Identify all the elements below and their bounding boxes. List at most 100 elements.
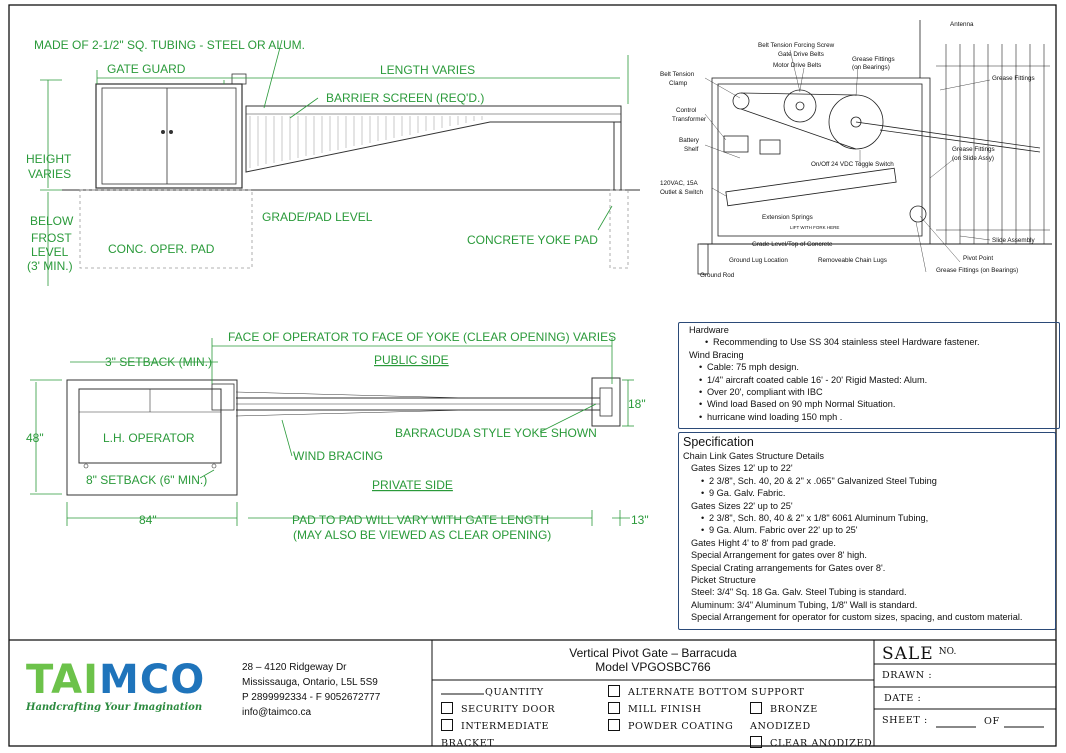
pad-to-pad-label-2: (MAY ALSO BE VIEWED AS CLEAR OPENING) bbox=[293, 528, 551, 542]
belt-tension-screw-label-1: Belt Tension Forcing Screw bbox=[758, 42, 835, 49]
setback-bottom-label: 8" SETBACK (6" MIN.) bbox=[86, 473, 207, 487]
chain-lugs-label: Removeable Chain Lugs bbox=[818, 257, 887, 264]
spec-item: 2 3/8", Sch. 40, 20 & 2" x .065" Galvani… bbox=[699, 475, 1053, 487]
private-side-label: PRIVATE SIDE bbox=[372, 478, 453, 492]
dim-18-label: 18" bbox=[628, 397, 646, 411]
wind-item: 1/4" aircraft coated cable 16' - 20' Rig… bbox=[697, 374, 1055, 386]
checkbox[interactable] bbox=[608, 685, 620, 697]
spec-line: Gates Hight 4' to 8' from pad grade. bbox=[691, 537, 836, 548]
options-col-2: ALTERNATE BOTTOM SUPPORT MILL FINISH POW… bbox=[608, 684, 808, 735]
gate-guard-label: GATE GUARD bbox=[107, 62, 186, 76]
below-frost-label-4: (3' MIN.) bbox=[27, 259, 73, 273]
grease-bearings2-label: Grease Fittings (on Bearings) bbox=[936, 267, 1018, 274]
spec-item: 2 3/8", Sch. 80, 40 & 2" x 1/8" 6061 Alu… bbox=[699, 512, 1053, 524]
grease-bearings-label-1: Grease Fittings bbox=[852, 56, 895, 63]
checkbox[interactable] bbox=[750, 702, 762, 714]
dim-13-label: 13" bbox=[631, 513, 649, 527]
email-line[interactable]: info@taimco.ca bbox=[242, 707, 312, 718]
drawn-field: DRAWN : bbox=[882, 670, 933, 681]
sale-label: SALE bbox=[882, 644, 934, 664]
grade-level-label: Grade Level/Top of Concrete bbox=[752, 241, 833, 248]
below-frost-label-3: LEVEL bbox=[31, 245, 69, 259]
date-field: DATE : bbox=[884, 693, 922, 704]
height-varies-label-2: VARIES bbox=[28, 167, 71, 181]
setback-top-label: 3" SETBACK (MIN.) bbox=[105, 355, 212, 369]
belt-tension-clamp-label-2: Clamp bbox=[669, 80, 688, 87]
toggle-switch-label: On/Off 24 VDC Toggle Switch bbox=[811, 161, 894, 168]
wind-item: Cable: 75 mph design. bbox=[697, 361, 1055, 373]
product-name: Vertical Pivot Gate – Barracuda bbox=[569, 646, 737, 660]
battery-shelf-label-1: Battery bbox=[679, 137, 700, 144]
spec-gates-1: Gates Sizes 12' up to 22' bbox=[691, 463, 793, 474]
control-transformer-label-1: Control bbox=[676, 107, 696, 114]
option-bronze-anodized[interactable]: BRONZE ANODIZED bbox=[750, 702, 818, 732]
options-col-3: BRONZE ANODIZED CLEAR ANODIZED bbox=[750, 701, 874, 752]
motor-drive-belts-label: Motor Drive Belts bbox=[773, 62, 821, 69]
ground-rod-label: Ground Rod bbox=[700, 272, 735, 279]
barrier-screen-label: BARRIER SCREEN (REQ'D.) bbox=[326, 91, 484, 105]
yoke-shown-label: BARRACUDA STYLE YOKE SHOWN bbox=[395, 426, 597, 440]
product-model: Model VPGOSBC766 bbox=[595, 660, 711, 674]
spec-item: 9 Ga. Galv. Fabric. bbox=[699, 487, 1053, 499]
height-varies-label-1: HEIGHT bbox=[26, 152, 72, 166]
checkbox[interactable] bbox=[608, 719, 620, 731]
hardware-item: Recommending to Use SS 304 stainless ste… bbox=[703, 336, 1055, 348]
spec-gates-2: Gates Sizes 22' up to 25' bbox=[691, 500, 793, 511]
hardware-panel: Hardware Recommending to Use SS 304 stai… bbox=[678, 322, 1060, 429]
spec-subtitle: Chain Link Gates Structure Details bbox=[683, 451, 824, 461]
option-intermediate-bracket[interactable]: INTERMEDIATE BRACKET bbox=[441, 719, 550, 749]
detail-leaders bbox=[704, 49, 991, 273]
quantity-label: QUANTITY bbox=[485, 687, 544, 698]
wind-bracing-label: WIND BRACING bbox=[293, 449, 383, 463]
concrete-yoke-pad-label: CONCRETE YOKE PAD bbox=[467, 233, 598, 247]
lift-fork-label: LIFT WITH FORK HERE bbox=[790, 225, 839, 230]
clear-opening-label: FACE OF OPERATOR TO FACE OF YOKE (CLEAR … bbox=[228, 330, 616, 344]
checkbox[interactable] bbox=[750, 736, 762, 748]
plan-dimensions bbox=[30, 338, 634, 526]
checkbox[interactable] bbox=[441, 719, 453, 731]
wind-item: hurricane wind loading 150 mph . bbox=[697, 411, 1055, 423]
options-col-1: QUANTITY SECURITY DOOR INTERMEDIATE BRAC… bbox=[441, 684, 601, 752]
below-frost-label-2: FROST bbox=[31, 231, 72, 245]
operator-detail-view bbox=[697, 20, 1052, 275]
spec-item: 9 Ga. Alum. Fabric over 22' up to 25' bbox=[699, 524, 1053, 536]
option-alternate-bottom[interactable]: ALTERNATE BOTTOM SUPPORT bbox=[608, 684, 808, 701]
checkbox[interactable] bbox=[441, 702, 453, 714]
sheet-border bbox=[8, 4, 1057, 747]
hardware-title: Hardware bbox=[689, 325, 729, 335]
belt-tension-clamp-label-1: Belt Tension bbox=[660, 71, 695, 78]
checkbox[interactable] bbox=[608, 702, 620, 714]
sale-no-label: NO. bbox=[938, 647, 957, 657]
product-title: Vertical Pivot Gate – Barracuda Model VP… bbox=[432, 646, 874, 674]
logo-tagline: Handcrafting Your Imagination bbox=[26, 702, 203, 713]
address-line: 28 – 4120 Ridgeway Dr bbox=[242, 662, 347, 673]
logo-wordmark: TAIMCO bbox=[26, 657, 206, 703]
pad-to-pad-label-1: PAD TO PAD WILL VARY WITH GATE LENGTH bbox=[292, 513, 549, 527]
wind-item: Over 20', compliant with IBC bbox=[697, 386, 1055, 398]
grease-slide-label-1: Grease Fittings bbox=[952, 146, 995, 153]
grease-fittings-label: Grease Fittings bbox=[992, 75, 1035, 82]
option-mill-finish[interactable]: MILL FINISH bbox=[608, 701, 808, 718]
grade-pad-label: GRADE/PAD LEVEL bbox=[262, 210, 373, 224]
spec-title: Specification bbox=[683, 435, 754, 449]
option-clear-anodized[interactable]: CLEAR ANODIZED bbox=[750, 735, 874, 752]
sheet-of-label: OF bbox=[984, 716, 1000, 727]
elevation-view bbox=[62, 73, 640, 269]
company-logo: TAIMCO Handcrafting Your Imagination bbox=[26, 660, 226, 720]
spec-line: Special Arrangement for operator for cus… bbox=[691, 612, 1023, 623]
elevation-dimensions bbox=[40, 39, 629, 286]
specification-panel: Specification Chain Link Gates Structure… bbox=[678, 432, 1056, 630]
option-powder-coating[interactable]: POWDER COATING bbox=[608, 718, 808, 735]
extension-springs-label: Extension Springs bbox=[762, 214, 813, 221]
spec-line: Steel: 3/4" Sq. 18 Ga. Galv. Steel Tubin… bbox=[691, 587, 907, 598]
public-side-label: PUBLIC SIDE bbox=[374, 353, 449, 367]
spec-line: Special Crating arrangements for Gates o… bbox=[691, 562, 886, 573]
option-security-door[interactable]: SECURITY DOOR bbox=[441, 701, 601, 718]
material-note: MADE OF 2-1/2" SQ. TUBING - STEEL OR ALU… bbox=[34, 38, 305, 52]
plan-view bbox=[66, 377, 621, 496]
pivot-point-label: Pivot Point bbox=[963, 255, 993, 262]
